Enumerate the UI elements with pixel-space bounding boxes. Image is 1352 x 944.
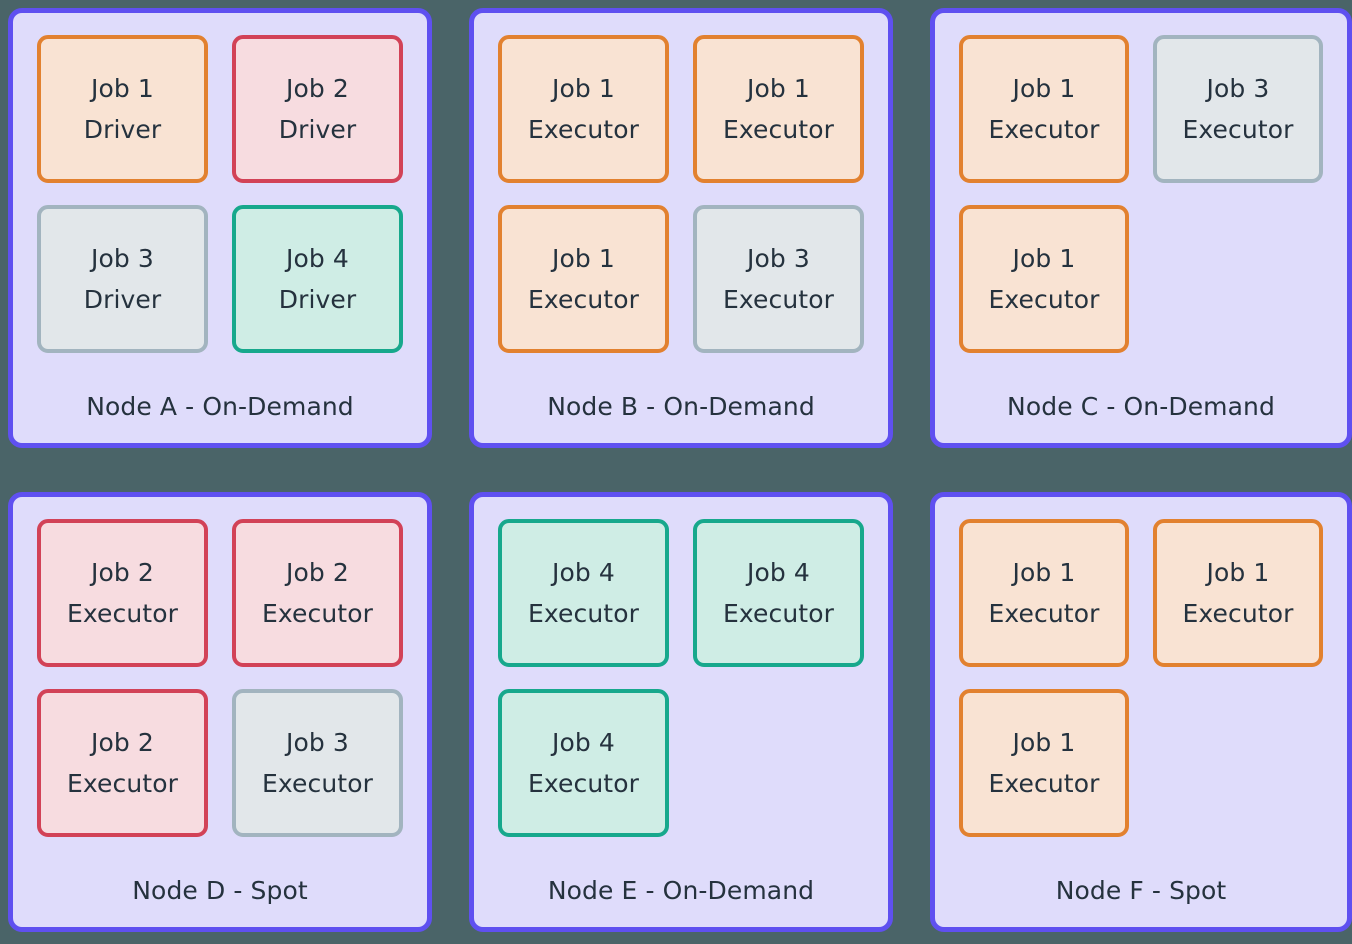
job-slot[interactable]: Job 3 Executor (1153, 35, 1323, 183)
job-name-label: Job 1 (747, 74, 810, 103)
job-slot[interactable]: Job 1 Executor (693, 35, 864, 183)
job-slot[interactable]: Job 3 Executor (693, 205, 864, 353)
job-role-label: Executor (1182, 599, 1294, 628)
job-name-label: Job 3 (747, 244, 810, 273)
job-name-label: Job 1 (1012, 244, 1076, 273)
job-slot[interactable]: Job 4 Driver (232, 205, 403, 353)
job-slot[interactable]: Job 2 Executor (37, 519, 208, 667)
job-role-label: Executor (67, 599, 178, 628)
job-name-label: Job 1 (1012, 728, 1076, 757)
job-name-label: Job 4 (286, 244, 349, 273)
job-name-label: Job 1 (1206, 558, 1270, 587)
job-slot[interactable]: Job 3 Executor (232, 689, 403, 837)
job-name-label: Job 1 (1012, 558, 1076, 587)
node-label: Node E - On-Demand (547, 876, 815, 905)
job-name-label: Job 4 (747, 558, 810, 587)
job-slot[interactable]: Job 1 Executor (959, 35, 1129, 183)
job-slot[interactable]: Job 1 Driver (37, 35, 208, 183)
job-name-label: Job 3 (286, 728, 349, 757)
job-role-label: Executor (988, 115, 1100, 144)
job-name-label: Job 3 (1206, 74, 1270, 103)
job-role-label: Driver (278, 285, 357, 314)
job-role-label: Driver (83, 115, 162, 144)
job-slot[interactable]: Job 2 Executor (37, 689, 208, 837)
job-slot[interactable]: Job 1 Executor (959, 205, 1129, 353)
job-role-label: Driver (83, 285, 162, 314)
job-slot[interactable]: Job 1 Executor (959, 519, 1129, 667)
job-role-label: Executor (262, 599, 373, 628)
job-slot[interactable]: Job 1 Executor (498, 35, 669, 183)
job-slot[interactable]: Job 1 Executor (959, 689, 1129, 837)
empty-slot (1153, 689, 1323, 837)
job-role-label: Executor (988, 599, 1100, 628)
node-label: Node C - On-Demand (1007, 392, 1275, 421)
job-slot[interactable]: Job 3 Driver (37, 205, 208, 353)
empty-slot (1153, 205, 1323, 353)
job-slot[interactable]: Job 4 Executor (693, 519, 864, 667)
job-name-label: Job 1 (91, 74, 154, 103)
job-slot[interactable]: Job 4 Executor (498, 689, 669, 837)
job-role-label: Executor (67, 769, 178, 798)
job-name-label: Job 2 (286, 74, 349, 103)
job-name-label: Job 1 (552, 244, 615, 273)
job-name-label: Job 1 (1012, 74, 1076, 103)
job-slot[interactable]: Job 4 Executor (498, 519, 669, 667)
job-role-label: Executor (528, 115, 639, 144)
job-name-label: Job 1 (552, 74, 615, 103)
job-name-label: Job 4 (552, 558, 615, 587)
job-name-label: Job 2 (91, 558, 154, 587)
job-role-label: Executor (528, 599, 639, 628)
node-label: Node F - Spot (1055, 876, 1227, 905)
job-role-label: Executor (723, 115, 834, 144)
job-role-label: Executor (988, 769, 1100, 798)
job-role-label: Executor (723, 599, 834, 628)
node-label: Node D - Spot (132, 876, 308, 905)
job-name-label: Job 3 (91, 244, 154, 273)
job-role-label: Executor (528, 769, 639, 798)
job-role-label: Executor (1182, 115, 1294, 144)
job-role-label: Driver (278, 115, 357, 144)
node-label: Node A - On-Demand (86, 392, 354, 421)
job-slot[interactable]: Job 2 Executor (232, 519, 403, 667)
empty-slot (693, 689, 864, 837)
job-name-label: Job 2 (286, 558, 349, 587)
job-role-label: Executor (528, 285, 639, 314)
job-role-label: Executor (262, 769, 373, 798)
job-name-label: Job 2 (91, 728, 154, 757)
job-name-label: Job 4 (552, 728, 615, 757)
job-role-label: Executor (723, 285, 834, 314)
job-role-label: Executor (988, 285, 1100, 314)
job-slot[interactable]: Job 1 Executor (1153, 519, 1323, 667)
job-slot[interactable]: Job 2 Driver (232, 35, 403, 183)
node-label: Node B - On-Demand (547, 392, 815, 421)
job-slot[interactable]: Job 1 Executor (498, 205, 669, 353)
